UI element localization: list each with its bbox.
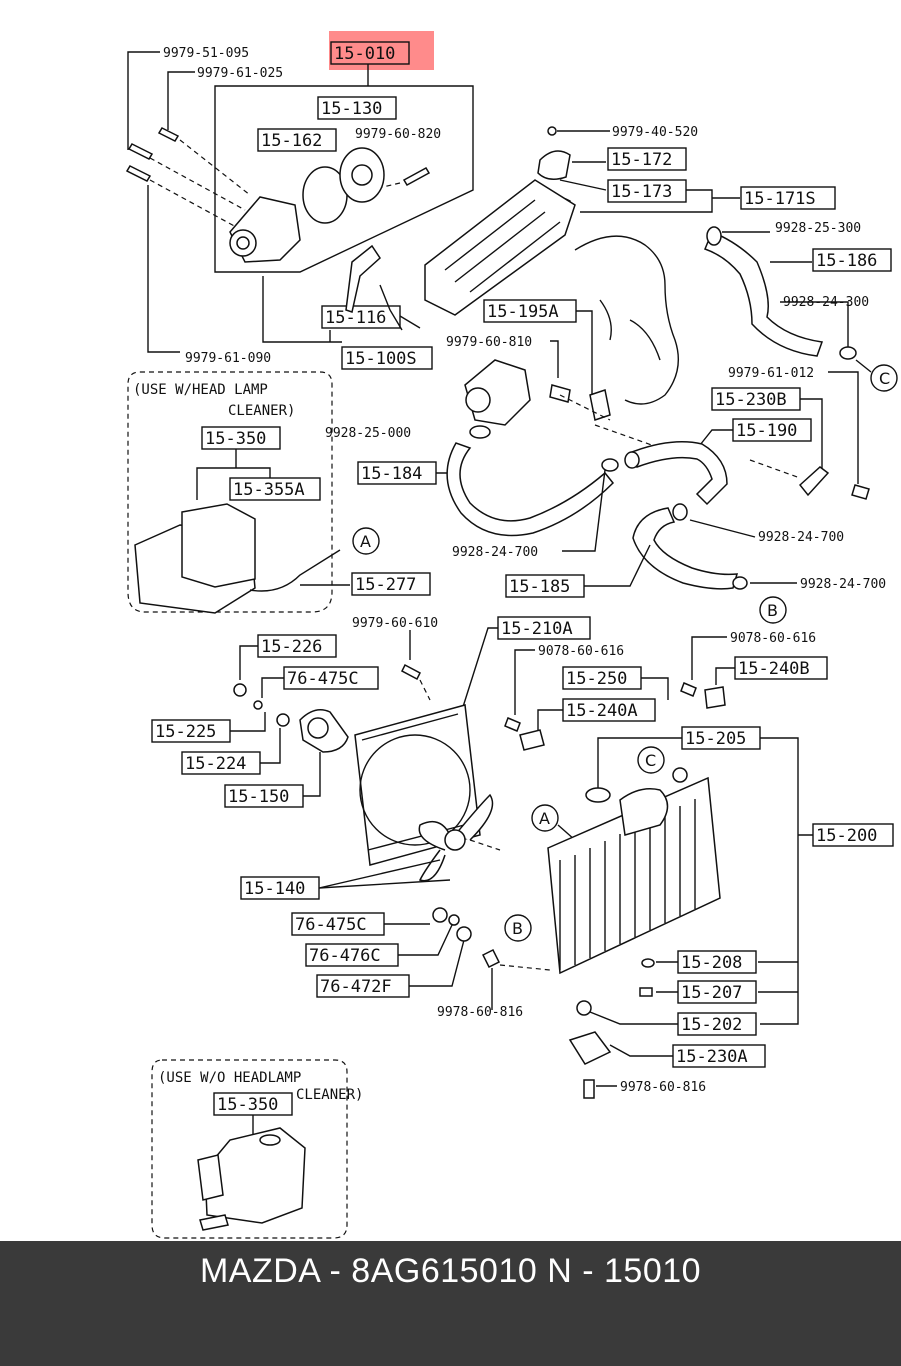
fan-shroud xyxy=(354,704,494,882)
note-with-cleaner-2: CLEANER) xyxy=(228,403,295,419)
callout-c-radiator: C xyxy=(645,751,656,770)
pn-9928-24-700-b: 9928-24-700 xyxy=(758,530,844,545)
label-15-185[interactable]: 15-185 xyxy=(509,577,570,597)
callout-b-right: B xyxy=(767,601,778,620)
note-with-cleaner-1: (USE W/HEAD LAMP xyxy=(133,382,268,398)
footer-bar xyxy=(0,1241,901,1366)
label-15-171S[interactable]: 15-171S xyxy=(744,189,816,209)
label-15-186[interactable]: 15-186 xyxy=(816,251,877,271)
pn-9979-51-095: 9979-51-095 xyxy=(163,46,249,61)
label-76-472F[interactable]: 76-472F xyxy=(320,977,392,997)
label-15-225[interactable]: 15-225 xyxy=(155,722,216,742)
pn-9979-40-520: 9979-40-520 xyxy=(612,125,698,140)
label-15-355A[interactable]: 15-355A xyxy=(233,480,305,500)
label-15-210A[interactable]: 15-210A xyxy=(501,619,573,639)
label-15-240B[interactable]: 15-240B xyxy=(738,659,810,679)
pn-9978-60-816-b: 9978-60-816 xyxy=(620,1080,706,1095)
callout-a-left: A xyxy=(360,532,371,551)
pn-9979-61-012: 9979-61-012 xyxy=(728,366,814,381)
exploded-parts-diagram: 15-010 15-130 15-162 9979-51-095 9979-61… xyxy=(125,31,898,1239)
label-15-162[interactable]: 15-162 xyxy=(261,131,322,151)
engine-block xyxy=(424,179,679,405)
label-15-350-with-cleaner[interactable]: 15-350 xyxy=(205,429,266,449)
pn-9928-24-700-a: 9928-24-700 xyxy=(452,545,538,560)
hose-15-186 xyxy=(704,226,857,360)
washer-tank-without-cleaner xyxy=(197,1127,306,1231)
label-76-475C-top[interactable]: 76-475C xyxy=(287,669,359,689)
pn-9979-60-610: 9979-60-610 xyxy=(352,616,438,631)
pn-9078-60-616-a: 9078-60-616 xyxy=(538,644,624,659)
footer-part-number: MAZDA - 8AG615010 N - 15010 xyxy=(199,1252,702,1290)
callout-c-top: C xyxy=(879,369,890,388)
label-15-230B[interactable]: 15-230B xyxy=(715,390,787,410)
label-76-475C-bottom[interactable]: 76-475C xyxy=(295,915,367,935)
label-76-476C[interactable]: 76-476C xyxy=(309,946,381,966)
label-15-226[interactable]: 15-226 xyxy=(261,637,322,657)
pn-9979-60-810: 9979-60-810 xyxy=(446,335,532,350)
hose-15-184 xyxy=(446,442,619,537)
label-15-224[interactable]: 15-224 xyxy=(185,754,246,774)
pn-9928-24-700-c: 9928-24-700 xyxy=(800,577,886,592)
label-15-350-without-cleaner[interactable]: 15-350 xyxy=(217,1095,278,1115)
label-15-172[interactable]: 15-172 xyxy=(611,150,672,170)
label-15-200[interactable]: 15-200 xyxy=(816,826,877,846)
note-without-cleaner-2: CLEANER) xyxy=(296,1087,363,1103)
label-15-184[interactable]: 15-184 xyxy=(361,464,422,484)
fan-clutch xyxy=(299,709,349,753)
label-15-208[interactable]: 15-208 xyxy=(681,953,742,973)
pn-9928-25-000: 9928-25-000 xyxy=(325,426,411,441)
pn-9928-25-300: 9928-25-300 xyxy=(775,221,861,236)
label-15-150[interactable]: 15-150 xyxy=(228,787,289,807)
hose-15-190 xyxy=(624,441,728,506)
pn-9979-61-090: 9979-61-090 xyxy=(185,351,271,366)
callout-a-radiator: A xyxy=(539,809,550,828)
hose-15-185 xyxy=(632,503,748,590)
label-15-205[interactable]: 15-205 xyxy=(685,729,746,749)
radiator xyxy=(547,767,721,975)
label-15-250[interactable]: 15-250 xyxy=(566,669,627,689)
label-15-173[interactable]: 15-173 xyxy=(611,182,672,202)
thermostat-housing xyxy=(229,147,385,263)
label-15-010[interactable]: 15-010 xyxy=(334,44,395,64)
label-15-130[interactable]: 15-130 xyxy=(321,99,382,119)
water-outlet xyxy=(464,359,611,426)
callout-b-left: B xyxy=(512,919,523,938)
label-15-195A[interactable]: 15-195A xyxy=(487,302,559,322)
label-15-116[interactable]: 15-116 xyxy=(325,308,386,328)
bolt-parts xyxy=(125,127,431,187)
label-15-100S[interactable]: 15-100S xyxy=(345,349,417,369)
label-15-240A[interactable]: 15-240A xyxy=(566,701,638,721)
label-15-202[interactable]: 15-202 xyxy=(681,1015,742,1035)
pn-9978-60-816-a: 9978-60-816 xyxy=(437,1005,523,1020)
pn-9979-61-025: 9979-61-025 xyxy=(197,66,283,81)
label-15-207[interactable]: 15-207 xyxy=(681,983,742,1003)
note-without-cleaner-1: (USE W/O HEADLAMP xyxy=(158,1070,301,1086)
pn-9979-60-820: 9979-60-820 xyxy=(355,127,441,142)
pn-9078-60-616-b: 9078-60-616 xyxy=(730,631,816,646)
label-15-140[interactable]: 15-140 xyxy=(244,879,305,899)
label-15-230A[interactable]: 15-230A xyxy=(676,1047,748,1067)
washer-tank-with-cleaner xyxy=(134,503,341,614)
label-15-190[interactable]: 15-190 xyxy=(736,421,797,441)
label-15-277[interactable]: 15-277 xyxy=(355,575,416,595)
